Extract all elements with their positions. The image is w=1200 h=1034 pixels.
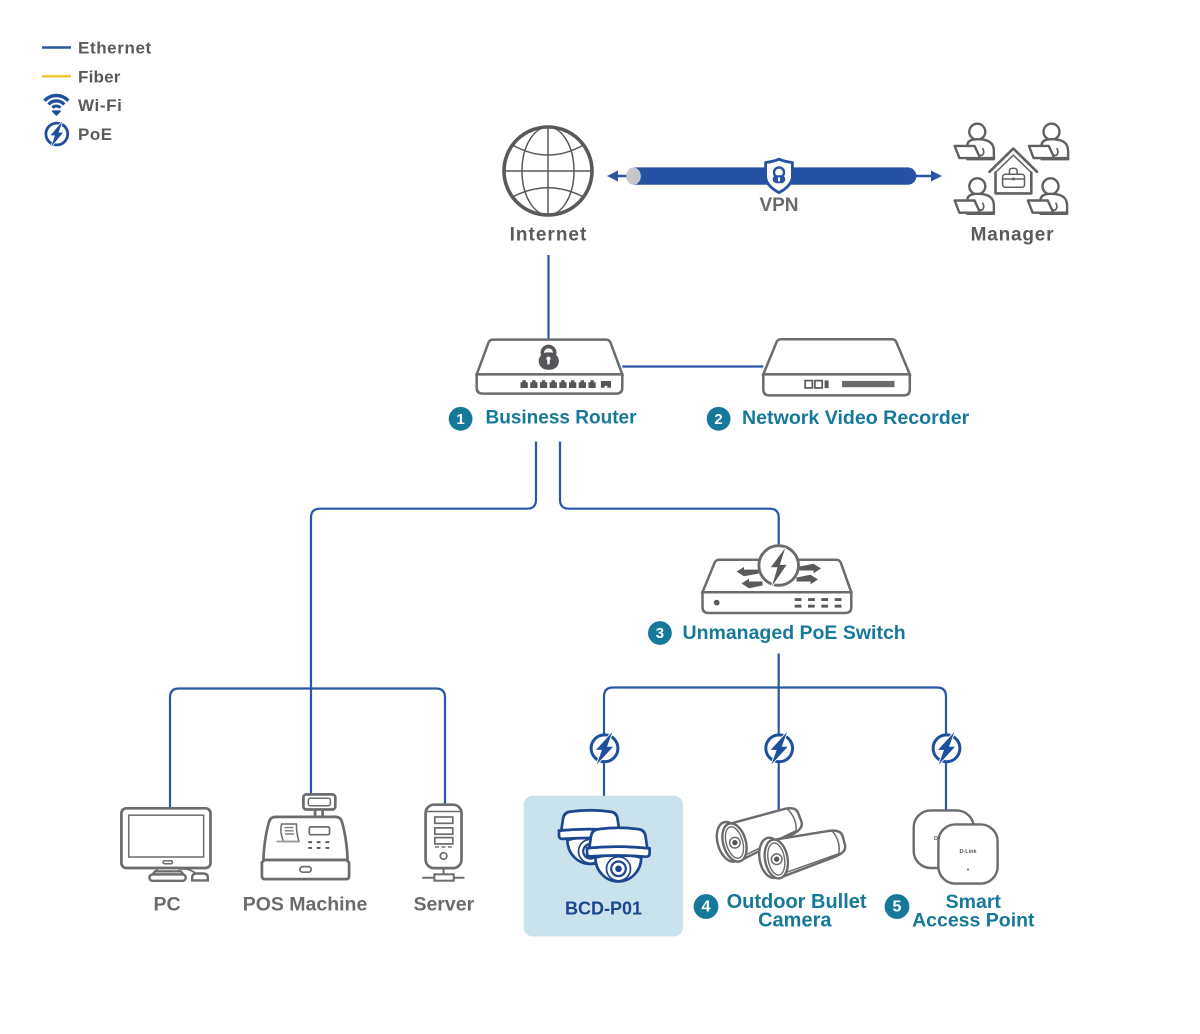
- svg-text:Internet: Internet: [510, 224, 588, 245]
- svg-text:Network Video Recorder: Network Video Recorder: [742, 407, 970, 429]
- svg-text:3: 3: [656, 625, 664, 642]
- svg-text:Outdoor Bullet: Outdoor Bullet: [727, 891, 867, 913]
- svg-text:D-Link: D-Link: [959, 849, 977, 855]
- svg-text:4: 4: [702, 899, 711, 916]
- svg-text:BCD-P01: BCD-P01: [565, 899, 642, 919]
- svg-text:2: 2: [714, 411, 722, 428]
- svg-text:5: 5: [893, 899, 902, 916]
- svg-text:Smart: Smart: [946, 891, 1002, 913]
- svg-text:PC: PC: [153, 894, 180, 916]
- svg-text:1: 1: [456, 411, 464, 428]
- svg-text:D: D: [934, 836, 938, 842]
- svg-text:Wi-Fi: Wi-Fi: [78, 96, 122, 115]
- svg-text:Access Point: Access Point: [912, 910, 1035, 932]
- svg-text:POS Machine: POS Machine: [243, 894, 368, 916]
- svg-text:Unmanaged PoE Switch: Unmanaged PoE Switch: [683, 622, 906, 644]
- svg-text:Server: Server: [413, 894, 474, 916]
- svg-text:Manager: Manager: [971, 224, 1055, 245]
- svg-text:Ethernet: Ethernet: [78, 39, 152, 58]
- svg-text:Business Router: Business Router: [486, 408, 638, 429]
- svg-text:Camera: Camera: [758, 910, 832, 932]
- svg-text:PoE: PoE: [78, 125, 113, 144]
- svg-text:Fiber: Fiber: [78, 67, 121, 86]
- svg-text:VPN: VPN: [759, 195, 798, 216]
